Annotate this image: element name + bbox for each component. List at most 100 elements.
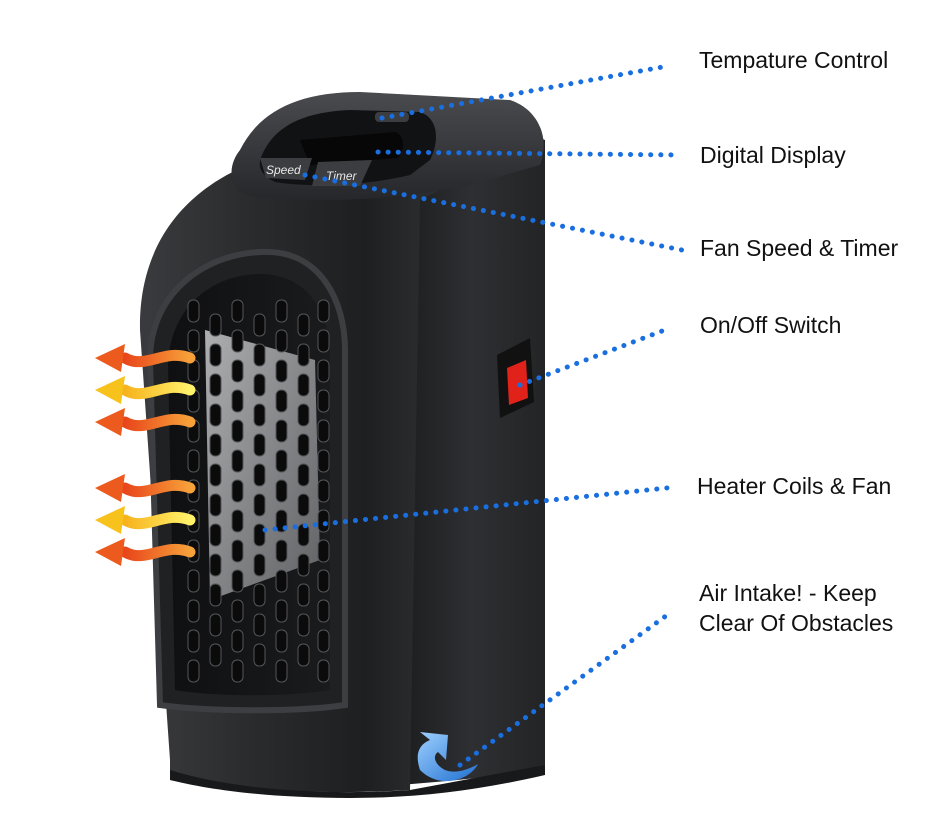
grill-slot (253, 403, 266, 427)
heat-arrow-shaft (119, 543, 196, 562)
grill-slot (187, 599, 200, 623)
grill-slot (253, 463, 266, 487)
grill-slot (317, 329, 330, 353)
label-air-intake-line1: Air Intake! - Keep (699, 580, 877, 606)
grill-slot (297, 343, 310, 367)
grill-slot (275, 389, 288, 413)
grill-slot (253, 523, 266, 547)
grill-slot (317, 539, 330, 563)
timer-button-label: Timer (326, 169, 358, 183)
grill-slot (317, 419, 330, 443)
label-heater-coils-fan: Heater Coils & Fan (697, 473, 892, 499)
leader-line (379, 63, 671, 121)
grill-slot (231, 419, 244, 443)
grill-slot (275, 359, 288, 383)
grill-slot (209, 313, 222, 337)
heat-arrow-head-icon (95, 474, 125, 502)
grill-slot (231, 659, 244, 683)
grill-slot (209, 523, 222, 547)
grill-slot (253, 493, 266, 517)
grill-slot (297, 313, 310, 337)
grill-slot (209, 643, 222, 667)
speed-button-label: Speed (266, 163, 301, 177)
grill-slot (231, 479, 244, 503)
grill-slot (231, 329, 244, 353)
heater-side-panel (400, 137, 545, 785)
heat-arrow-head-icon (95, 506, 125, 534)
grill-slot (209, 403, 222, 427)
grill-slot (317, 299, 330, 323)
grill-slot (317, 569, 330, 593)
heat-arrow-shaft (119, 349, 196, 368)
grill-slot (209, 613, 222, 637)
grill-slot (253, 583, 266, 607)
on-off-switch (507, 360, 528, 405)
grill-slot (275, 599, 288, 623)
grill-slot (317, 449, 330, 473)
grill-slot (253, 553, 266, 577)
air-intake-arrow-icon (417, 732, 478, 782)
speed-button-shape (260, 158, 312, 180)
grill-slot (187, 329, 200, 353)
grill-slot (209, 493, 222, 517)
grill-slot (297, 613, 310, 637)
leader-lines (262, 63, 685, 768)
grill-slot (231, 539, 244, 563)
grill-slot (297, 583, 310, 607)
grill-slot (231, 359, 244, 383)
grill-slot (231, 509, 244, 533)
heat-arrow-shaft (119, 381, 196, 400)
grill-slot (231, 389, 244, 413)
grill-slot (317, 509, 330, 533)
grill-slot (231, 599, 244, 623)
heat-arrow-head-icon (95, 408, 125, 436)
grill-slot (275, 329, 288, 353)
grill-slot (209, 373, 222, 397)
leader-line (517, 325, 673, 388)
grill-slot (297, 433, 310, 457)
grill-slot (317, 629, 330, 653)
grill-slot (209, 343, 222, 367)
heat-arrow-shaft (119, 511, 196, 530)
heat-arrows (95, 344, 196, 566)
grill-slot (187, 659, 200, 683)
grill-slot (297, 493, 310, 517)
grill-slot (231, 299, 244, 323)
label-air-intake: Air Intake! - Keep Clear Of Obstacles (699, 578, 893, 638)
grill-slot (297, 463, 310, 487)
grill-slot (275, 419, 288, 443)
heat-arrow-head-icon (95, 538, 125, 566)
grill-slot (253, 613, 266, 637)
heat-arrow-shaft (119, 413, 196, 432)
heat-arrow-shaft (119, 479, 196, 498)
grill-slot (209, 583, 222, 607)
label-temperature-control: Tempature Control (699, 47, 889, 73)
grill-slot (317, 599, 330, 623)
leader-line (262, 484, 679, 533)
grill-slot (297, 373, 310, 397)
label-digital-display: Digital Display (700, 142, 846, 168)
label-on-off-switch: On/Off Switch (700, 312, 842, 338)
grill-slot (187, 299, 200, 323)
grill-slot (253, 433, 266, 457)
leader-line (375, 149, 683, 158)
grill-slot (317, 389, 330, 413)
grill-slot (253, 313, 266, 337)
grill-slot (209, 553, 222, 577)
label-fan-speed-timer: Fan Speed & Timer (700, 235, 899, 261)
heater-base (170, 765, 545, 798)
grill-slot (275, 569, 288, 593)
leader-line (457, 610, 673, 768)
grill-slot (187, 629, 200, 653)
grill-slot (253, 343, 266, 367)
grill-slot (209, 463, 222, 487)
grill-slot (253, 643, 266, 667)
grill-slot (297, 643, 310, 667)
grill-slot (275, 479, 288, 503)
grill-slot (253, 373, 266, 397)
grill-slot (231, 569, 244, 593)
grill-slot (317, 659, 330, 683)
grill-slot (209, 433, 222, 457)
